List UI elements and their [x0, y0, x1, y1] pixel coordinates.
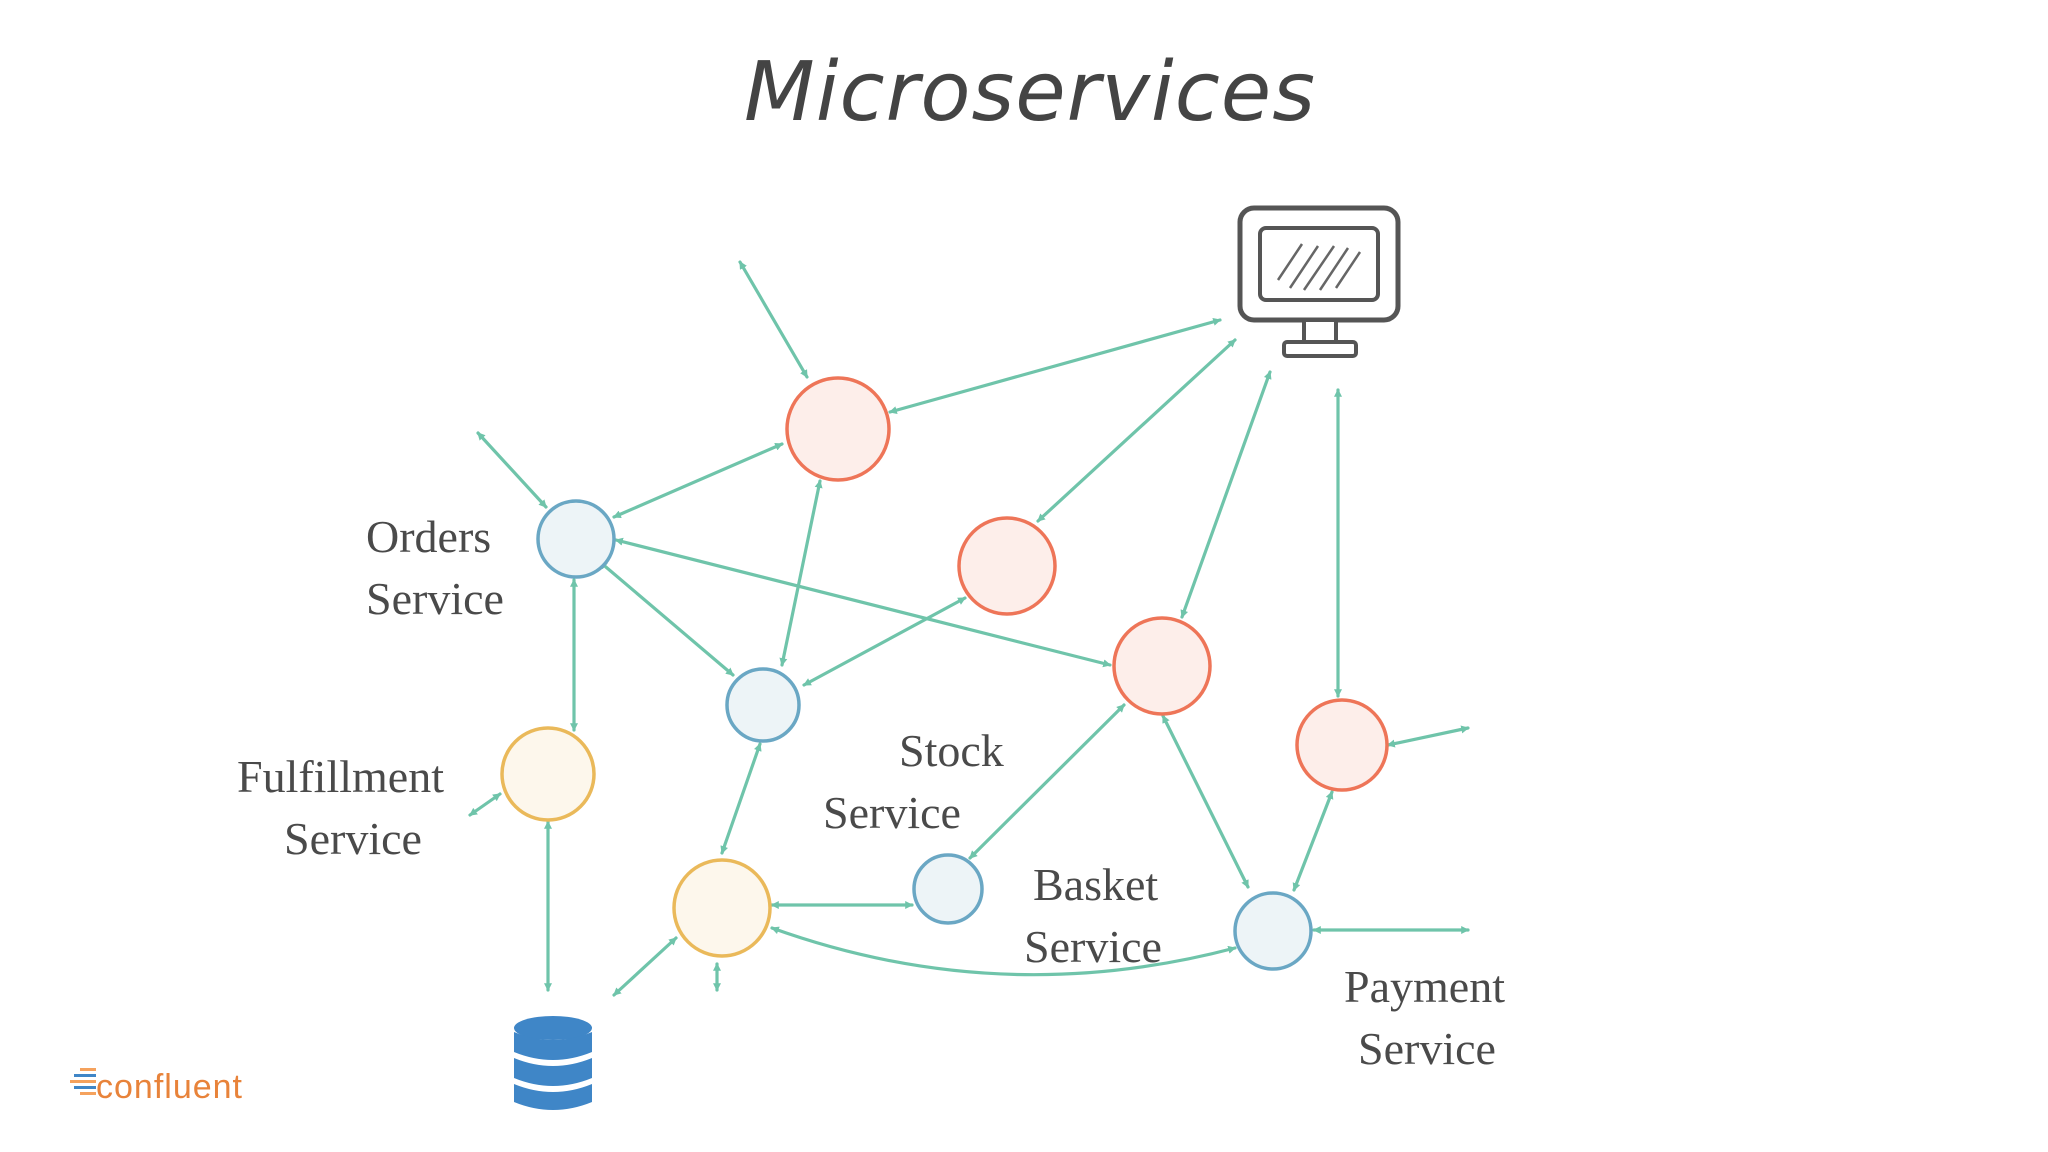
fulfillment-service-node [500, 726, 596, 822]
monitor-icon [1237, 205, 1401, 358]
arrow [1386, 725, 1470, 748]
arrow [612, 442, 784, 519]
basket-label-line2: Service [1024, 921, 1162, 972]
payment-service-node [1233, 891, 1313, 971]
connections [468, 260, 1470, 997]
stock-service-node [725, 667, 801, 743]
arrow [720, 742, 762, 855]
orders-label-line2: Service [366, 573, 504, 624]
arrow [968, 703, 1126, 860]
basket-label: Basket Service [1024, 859, 1170, 972]
arrow [779, 479, 823, 667]
arrow [468, 792, 502, 817]
arrow [1180, 370, 1272, 619]
service-node-yellow [672, 858, 772, 958]
arrow [738, 260, 809, 379]
confluent-logo-icon [70, 1068, 96, 1095]
service-labels: Orders Service Stock Service Fulfillment… [237, 511, 1516, 1074]
arrow [802, 596, 967, 687]
arrow [1292, 790, 1334, 892]
stock-label-line1: Stock [899, 725, 1004, 776]
service-node-red [785, 376, 891, 482]
fulfillment-label-line2: Service [284, 813, 422, 864]
orders-label-line1: Orders [366, 511, 491, 562]
service-node-red [1295, 698, 1389, 792]
page-title: Microservices [744, 45, 1316, 140]
service-node-red [1112, 616, 1212, 716]
fulfillment-label-line1: Fulfillment [237, 751, 444, 802]
basket-label-line1: Basket [1033, 859, 1158, 910]
stock-label: Stock Service [823, 725, 1015, 838]
arrow [598, 560, 735, 677]
arrow [1036, 338, 1237, 523]
fulfillment-label: Fulfillment Service [237, 751, 456, 864]
arrow [476, 431, 548, 509]
stock-label-line2: Service [823, 787, 961, 838]
service-node-red [957, 516, 1057, 616]
nodes [500, 376, 1389, 971]
basket-service-node [912, 853, 984, 925]
brand-name: confluent [96, 1068, 243, 1106]
arrow [770, 926, 1237, 977]
arrow [612, 936, 678, 997]
orders-label: Orders Service [366, 511, 504, 624]
database-icon [514, 1016, 592, 1110]
payment-label-line1: Payment [1344, 961, 1505, 1012]
arrow [1161, 714, 1250, 889]
confluent-logo: confluent [70, 1068, 243, 1106]
payment-label-line2: Service [1358, 1023, 1496, 1074]
payment-label: Payment Service [1344, 961, 1516, 1074]
orders-service-node [536, 499, 616, 579]
